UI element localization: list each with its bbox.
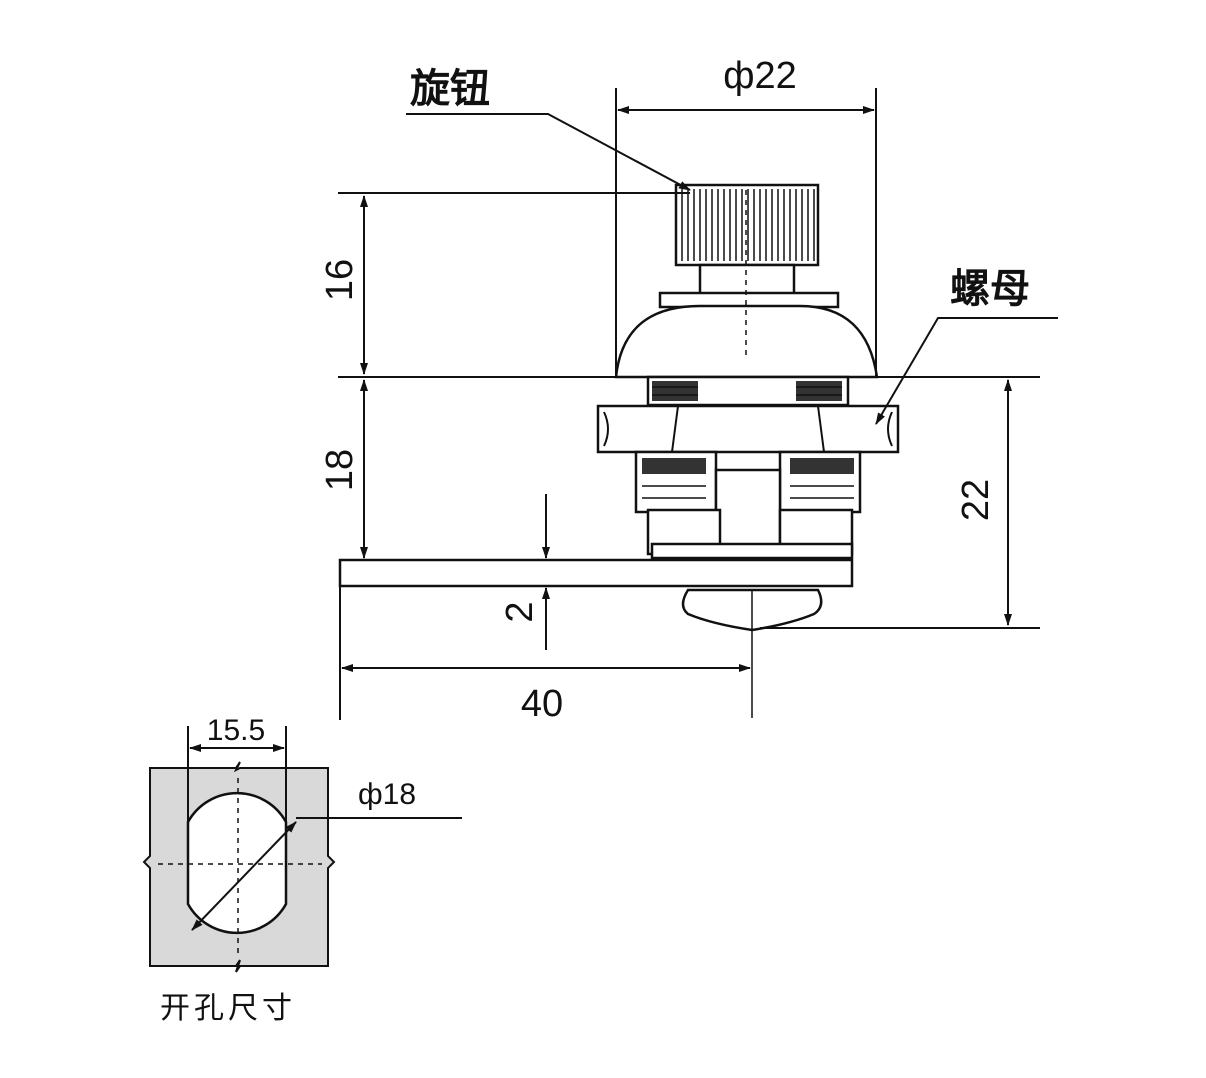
dim-knob-diameter: ф22 xyxy=(615,55,877,377)
dim-body-depth: 22 xyxy=(760,379,1040,629)
dim-body-height: 18 xyxy=(319,379,368,559)
nut-callout: 螺母 xyxy=(875,266,1058,425)
dim-cam-length-text: 40 xyxy=(521,683,563,725)
knob-callout: 旋钮 xyxy=(406,66,691,191)
knob-label: 旋钮 xyxy=(410,66,490,112)
dim-body-depth-text: 22 xyxy=(955,479,997,521)
dim-cam-length: 40 xyxy=(339,586,751,725)
dim-plate-thickness-text: 2 xyxy=(499,601,541,622)
nut-label: 螺母 xyxy=(950,266,1030,312)
cutout-detail: ф18 15.5 开孔尺寸 xyxy=(142,714,462,1026)
lower-thread-part xyxy=(634,450,862,562)
upper-thread-part xyxy=(646,375,850,407)
lock-assembly xyxy=(338,183,900,718)
hex-nut-part xyxy=(596,404,900,454)
knob-part xyxy=(674,183,820,297)
shaft-block-part xyxy=(646,508,854,560)
hole-diameter-text: ф18 xyxy=(358,778,416,811)
dim-body-height-text: 18 xyxy=(319,449,361,491)
cutout-caption: 开孔尺寸 xyxy=(160,991,296,1026)
dim-knob-diameter-text: ф22 xyxy=(723,55,797,97)
dim-knob-height: 16 xyxy=(319,192,1040,378)
cam-plate-part xyxy=(338,558,854,588)
dim-knob-height-text: 16 xyxy=(319,259,361,301)
hole-flat-width-text: 15.5 xyxy=(207,714,265,747)
dim-plate-thickness: 2 xyxy=(499,494,550,650)
hole-shape xyxy=(186,791,288,935)
